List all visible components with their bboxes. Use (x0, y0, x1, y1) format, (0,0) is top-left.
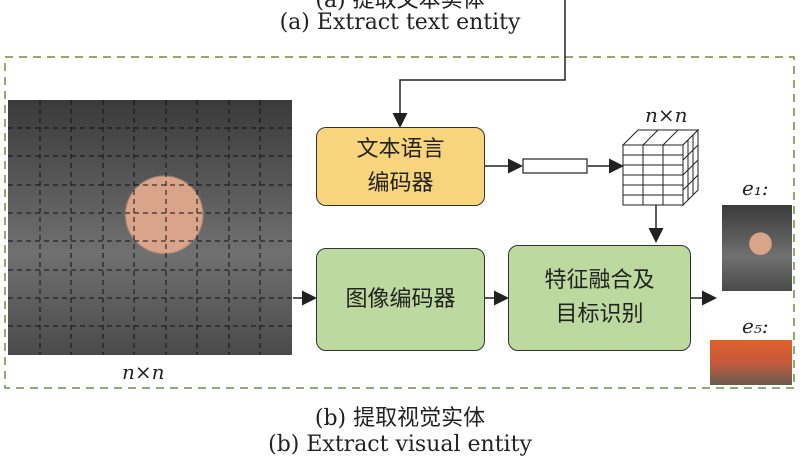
text-encoder-box: 文本语言编码器 (316, 127, 485, 206)
entity1-crop (722, 205, 792, 291)
visual-entity-dashed-frame (4, 56, 795, 389)
caption-b-en: (b) Extract visual entity (268, 432, 532, 457)
arrow-text-to-encoder (392, 0, 566, 128)
entity5-label: e₅: (742, 314, 769, 338)
text-feature-vector (522, 158, 588, 174)
fusion-line2: 目标识别 (555, 302, 644, 327)
image-encoder-box: 图像编码器 (316, 248, 485, 351)
fusion-box: 特征融合及目标识别 (508, 245, 691, 351)
grid-size-label: n×n (122, 360, 165, 384)
cube-size-label: n×n (645, 103, 688, 127)
fusion-line1: 特征融合及 (544, 268, 655, 293)
entity1-label: e₁: (742, 176, 769, 200)
grid-overlay (8, 100, 292, 355)
entity5-crop (710, 340, 792, 385)
caption-a-en: (a) Extract text entity (279, 10, 521, 35)
text-encoder-line2: 编码器 (367, 170, 434, 196)
feature-cube (621, 128, 700, 207)
input-image (8, 100, 292, 355)
caption-a-zh: (a) 提取文本实体 (315, 0, 485, 13)
caption-b-zh: (b) 提取视觉实体 (314, 406, 486, 431)
text-encoder-line1: 文本语言 (356, 136, 445, 162)
image-encoder-label: 图像编码器 (345, 286, 456, 312)
